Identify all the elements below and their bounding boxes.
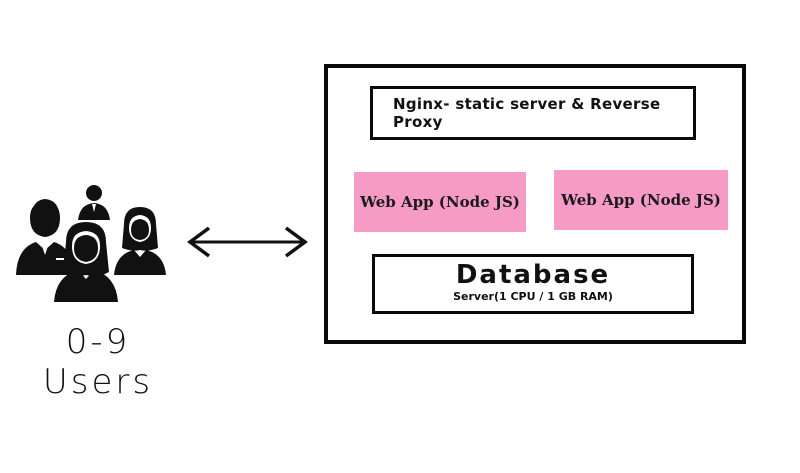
database-title: Database: [455, 260, 611, 290]
web-app-box-2: Web App (Node JS): [554, 170, 728, 230]
users-label: Users: [42, 362, 154, 402]
users-caption: 0-9 Users: [18, 322, 178, 402]
server-box: Nginx- static server & Reverse Proxy Web…: [324, 64, 746, 344]
double-headed-arrow-icon: [187, 226, 308, 258]
user-icon: [78, 185, 110, 220]
user-count-label: 0-9: [65, 322, 131, 362]
user-icon: [54, 222, 118, 302]
database-specs: Server(1 CPU / 1 GB RAM): [453, 290, 613, 303]
users-group: [12, 180, 187, 305]
reverse-proxy-box: Nginx- static server & Reverse Proxy: [370, 86, 696, 140]
web-app-box-1: Web App (Node JS): [354, 172, 526, 232]
user-icon: [16, 199, 74, 275]
users-group-icon: [16, 185, 166, 302]
database-box: Database Server(1 CPU / 1 GB RAM): [372, 254, 694, 314]
user-icon: [114, 207, 166, 275]
